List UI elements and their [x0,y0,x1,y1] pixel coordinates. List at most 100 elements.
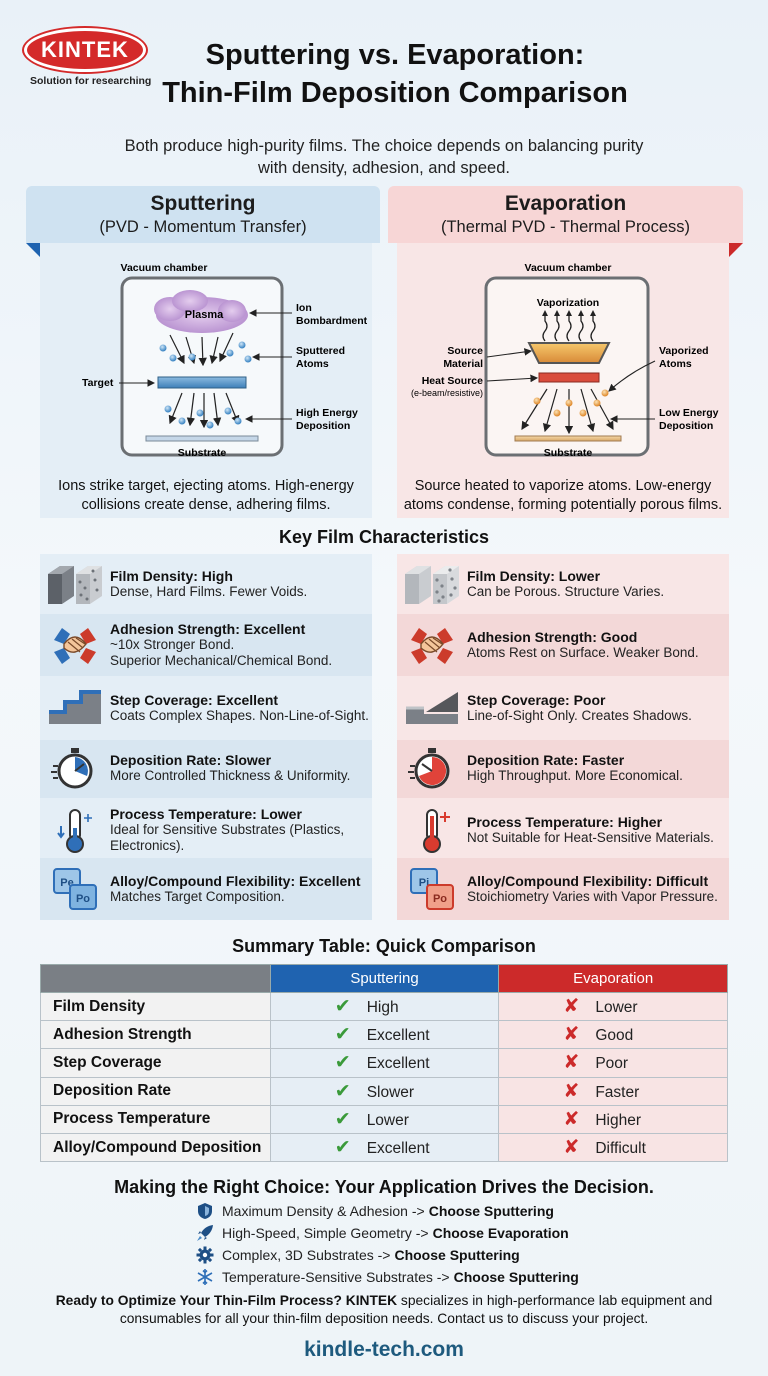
ribbon-fold-right [729,243,743,257]
vaporized-atoms-label-1: Vaporized [659,345,709,357]
sputtering-value: Excellent [366,1055,430,1073]
choice-title: Making the Right Choice: Your Applicatio… [114,1177,654,1197]
sputtered-atoms-bottom [164,405,242,429]
evaporation-heading: Evaporation [504,192,627,215]
sputter-char-adhesion: Adhesion Strength: Excellent~10x Stronge… [40,616,372,674]
evaporation-diagram: Vacuum chamber Vaporization Substrate So… [411,262,719,459]
website-link[interactable]: kindle-tech.com [304,1338,464,1361]
sputtering-cell: ✔Lower [269,1104,500,1134]
sputtered-atoms-label-1: Sputtered [296,345,345,357]
heat-source-label: Heat Source [422,375,483,387]
table-row: Deposition Rate✔Slower✘Faster [40,1076,728,1106]
char-title: Step Coverage: Poor [467,692,606,708]
char-line: Matches Target Composition. [110,889,285,904]
table-header-row: Sputtering Evaporation [40,964,728,993]
cube-icon [40,555,110,613]
evaporation-value: Higher [595,1111,642,1129]
sputter-adhesion-text: Adhesion Strength: Excellent~10x Stronge… [110,621,332,669]
kintek-logo: KINTEK [24,28,146,72]
char-line: Can be Porous. Structure Varies. [467,584,665,599]
sputtering-value: Excellent [366,1140,430,1158]
choice-decision: Choose Sputtering [453,1269,579,1285]
evaporation-caption-line-1: Source heated to vaporize atoms. Low-ene… [414,478,712,494]
evaporation-cell: ✘Higher [498,1104,728,1134]
ion-bombardment-label-2: Bombardment [296,315,368,327]
title-line-1: Sputtering vs. Evaporation: [205,39,585,71]
evaporation-subheading: (Thermal PVD - Thermal Process) [440,218,691,236]
deposition-arrows [521,388,614,435]
evap-row-band [397,740,729,798]
char-title: Step Coverage: Excellent [110,692,279,708]
cross-icon: ✘ [563,1080,580,1102]
call-to-action: Ready to Optimize Your Thin-Film Process… [50,1292,718,1328]
sputtering-cell: ✔Excellent [269,1048,500,1078]
heat-source-plate [538,372,600,383]
evaporation-value: Good [595,1027,634,1045]
row-label: Adhesion Strength [40,1020,271,1050]
evaporation-caption: Source heated to vaporize atoms. Low-ene… [397,477,729,515]
evaporation-cell: ✘Difficult [498,1132,728,1163]
char-title: Alloy/Compound Flexibility: Excellent [110,873,361,889]
evap-chamber-label: Vacuum chamber [525,262,612,274]
deposition-arrows [168,392,240,429]
check-icon: ✔ [334,1108,351,1130]
sputtering-caption-line-1: Ions strike target, ejecting atoms. High… [58,478,354,494]
source-material-label-2: Material [443,358,483,370]
rocket-icon [196,1224,214,1242]
sputtering-heading: Sputtering [150,192,256,215]
sputtering-cell: ✔Excellent [269,1020,500,1050]
vapor-wavy-arrows [542,315,596,342]
evaporation-cell: ✘Good [498,1020,728,1050]
svg-text:Po: Po [76,893,90,905]
sputter-chamber-label: Vacuum chamber [121,262,208,274]
check-icon: ✔ [334,1080,351,1102]
choice-text: Maximum Density & Adhesion -> [222,1203,425,1219]
brand-tagline: Solution for researching [30,75,152,87]
plasma-cloud [154,290,248,333]
handshake-icon [397,616,467,674]
evaporation-caption-line-2: atoms condense, forming potentially poro… [403,497,723,513]
steps-icon [40,679,110,737]
sputtering-caption: Ions strike target, ejecting atoms. High… [40,477,372,515]
plasma-label: Plasma [185,309,224,321]
ribbon-fold-left [26,243,40,257]
char-title: Alloy/Compound Flexibility: Difficult [467,873,709,889]
sputtering-diagram: Vacuum chamber Plasma Substrate [82,262,368,459]
summary-title: Summary Table: Quick Comparison [232,936,536,956]
choice-item: High-Speed, Simple Geometry ->Choose Eva… [196,1224,569,1242]
evaporation-cell: ✘Lower [498,991,728,1022]
ion-arrows [169,332,234,367]
low-energy-label-2: Deposition [659,420,713,432]
heat-source-note: (e-beam/resistive) [411,388,483,398]
char-line: Dense, Hard Films. Fewer Voids. [110,584,308,599]
char-line: Ideal for Sensitive Substrates (Plastics… [110,822,345,837]
vacuum-chamber [484,276,650,457]
thermometer-icon [397,801,467,859]
row-label: Film Density [40,991,271,1022]
evaporation-value: Lower [595,999,638,1017]
vaporization-label: Vaporization [537,297,599,309]
sputtering-panel: Vacuum chamber Plasma Substrate [40,243,372,518]
char-line: Not Suitable for Heat-Sensitive Material… [467,830,714,845]
thermometer-icon [40,801,110,859]
intro-line-1: Both produce high-purity films. The choi… [124,137,644,155]
intro-line-2: with density, adhesion, and speed. [258,159,510,177]
stopwatch-icon [397,739,467,797]
char-title: Film Density: Lower [467,568,601,584]
vapor-arrowheads [542,310,596,316]
char-title: Film Density: High [110,568,233,584]
char-line: Superior Mechanical/Chemical Bond. [110,653,333,668]
